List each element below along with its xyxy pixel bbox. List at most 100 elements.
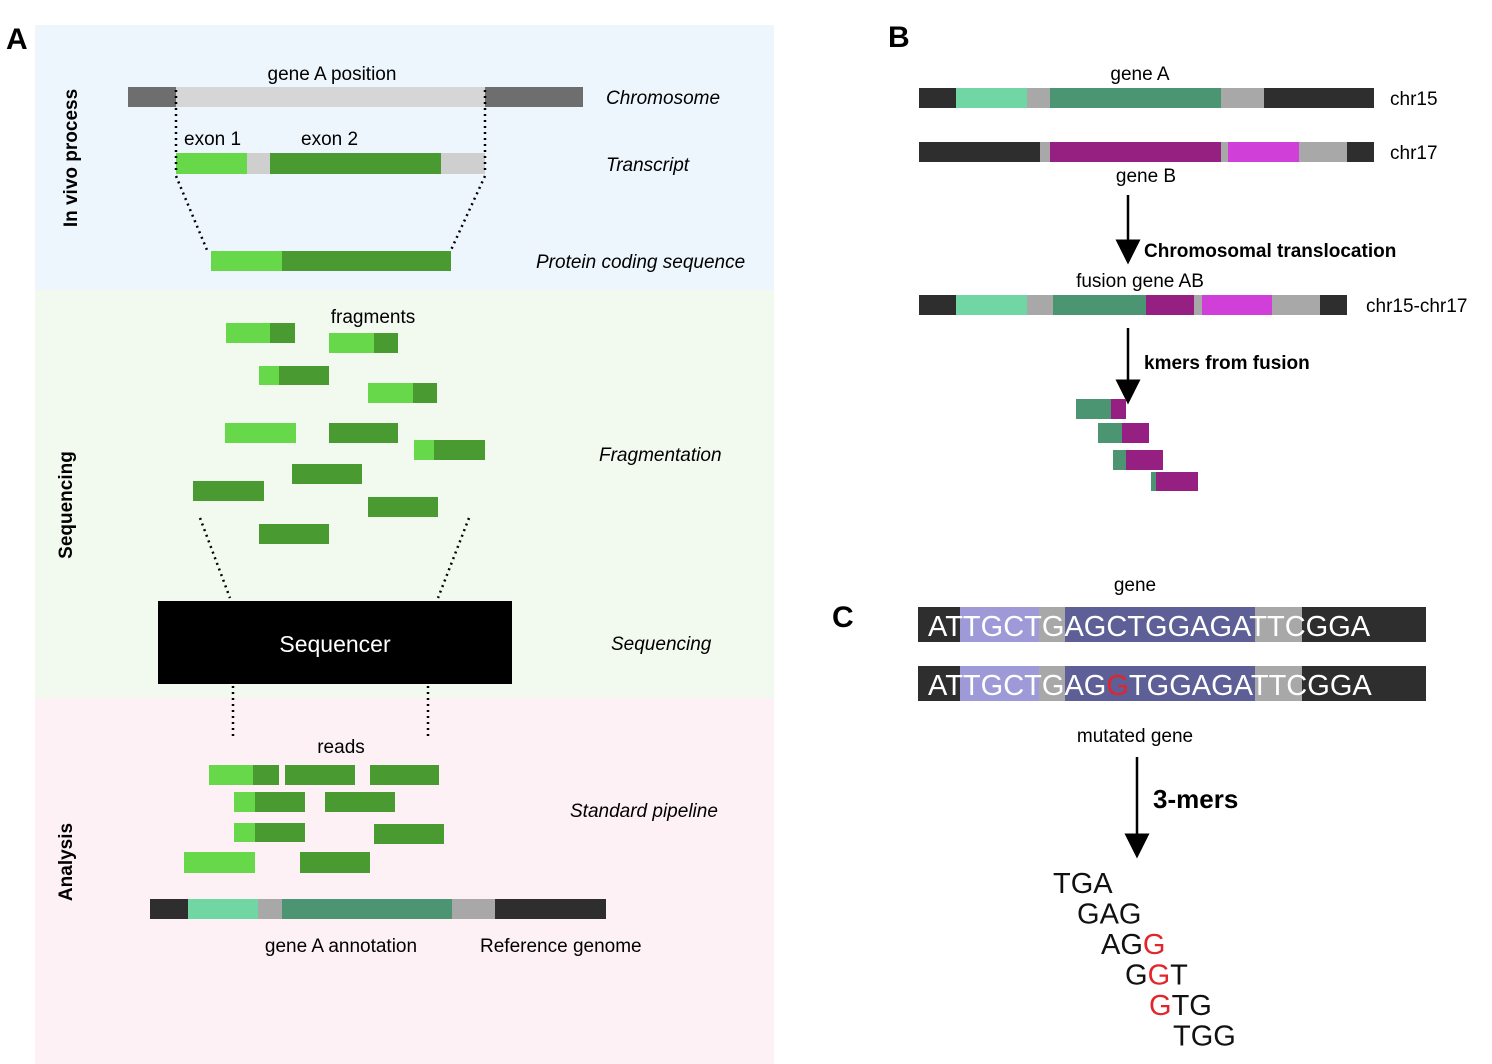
kmer-letter: G (1120, 929, 1143, 961)
read (255, 823, 305, 842)
read (209, 765, 253, 785)
fusion-kmers-group (1076, 399, 1198, 491)
exon1-label: exon 1 (184, 129, 241, 150)
section-label-in-vivo: In vivo process (61, 89, 82, 227)
kmer-letter: G (1119, 899, 1142, 931)
gene-sequence-bar: ATTGCTGAGCTGGAGATTCGGA (918, 607, 1426, 643)
gene-b-label: gene B (1116, 166, 1176, 187)
nucleotide: T (1024, 611, 1042, 643)
nucleotide: G (1147, 670, 1170, 702)
sequencer-box (158, 601, 512, 684)
kmer-letter: T (1170, 960, 1188, 992)
protein-coding-bar (211, 251, 451, 271)
nucleotide: G (1306, 611, 1329, 643)
nucleotide: A (1192, 670, 1212, 702)
gene-position-label: gene A position (268, 64, 397, 85)
nucleotide: G (1084, 611, 1107, 643)
nucleotide: T (1269, 670, 1287, 702)
kmer-letter: G (1125, 960, 1148, 992)
mutated-gene-label: mutated gene (1077, 726, 1193, 747)
translocation-label: Chromosomal translocation (1144, 241, 1396, 262)
read (253, 765, 279, 785)
panel-a-label: A (6, 23, 28, 56)
kmer-letter: G (1189, 990, 1212, 1022)
fusion-gene-label: fusion gene AB (1076, 271, 1204, 292)
nucleotide: G (1209, 611, 1232, 643)
nucleotide: T (1127, 611, 1145, 643)
mutated-sequence-text: ATTGCTGAGGTGGAGATTCGGA (928, 670, 1372, 702)
kmer-item: GGT (1125, 960, 1188, 992)
nucleotide: T (1129, 670, 1147, 702)
fragments-label: fragments (331, 307, 415, 328)
nucleotide: G (1168, 611, 1191, 643)
nucleotide: C (1286, 670, 1307, 702)
fragmentation-label: Fragmentation (599, 445, 722, 466)
transcript-label: Transcript (606, 155, 690, 176)
kmer-letter: T (1173, 1021, 1191, 1053)
fragment (368, 497, 438, 517)
fragment (259, 524, 329, 544)
nucleotide: A (1232, 611, 1252, 643)
gene-sequence-text: ATTGCTGAGCTGGAGATTCGGA (928, 611, 1371, 643)
protein-coding-label: Protein coding sequence (536, 252, 745, 273)
kmer-letter: A (1100, 899, 1120, 931)
read (255, 792, 305, 812)
chromosome-label: Chromosome (606, 88, 720, 109)
kmer-letter: A (1093, 868, 1113, 900)
nucleotide: T (1024, 670, 1042, 702)
fusion-kmer (1151, 472, 1156, 491)
nucleotide: G (1084, 670, 1107, 702)
fragment (193, 481, 264, 501)
fusion-kmer (1156, 472, 1198, 491)
fusion-kmer (1076, 399, 1111, 419)
nucleotide: A (1064, 670, 1084, 702)
fusion-kmer (1098, 423, 1122, 443)
nucleotide: G (1330, 670, 1353, 702)
reads-group (184, 765, 444, 873)
fragment (279, 366, 329, 385)
nucleotide: C (1106, 611, 1127, 643)
read (234, 823, 255, 842)
kmers-from-fusion-label: kmers from fusion (1144, 353, 1310, 374)
gene-label: gene (1114, 575, 1156, 596)
kmer-letter: G (1143, 929, 1166, 961)
section-label-sequencing: Sequencing (56, 451, 77, 559)
nucleotide: C (1285, 611, 1306, 643)
nucleotide: G (1042, 611, 1065, 643)
nucleotide: G (1211, 670, 1234, 702)
kmer-letter: G (1148, 960, 1171, 992)
panel-c-label: C (832, 601, 854, 634)
chr15-bar (919, 88, 1374, 108)
nucleotide: A (1351, 611, 1371, 643)
fragment (226, 323, 270, 343)
fragment (413, 383, 437, 403)
read (234, 792, 255, 812)
kmer-letter: G (1213, 1021, 1236, 1053)
read (300, 852, 370, 873)
section-label-analysis: Analysis (56, 823, 77, 901)
kmer-item: GAG (1077, 899, 1141, 931)
nucleotide: T (1267, 611, 1285, 643)
nucleotide: T (963, 611, 981, 643)
fragment (292, 464, 362, 484)
nucleotide: A (928, 670, 948, 702)
kmer-item: TGG (1173, 1021, 1236, 1053)
read (370, 765, 439, 785)
kmer-letter: A (1101, 929, 1121, 961)
read (374, 824, 444, 844)
kmer-item: AGG (1101, 929, 1165, 961)
sequencer-label: Sequencer (279, 631, 391, 657)
fusion-chr-bar (919, 295, 1347, 315)
nucleotide: A (1352, 670, 1372, 702)
gene-a-label: gene A (1110, 64, 1169, 85)
nucleotide: G (981, 670, 1004, 702)
nucleotide: A (1234, 670, 1254, 702)
kmer-letter: T (1053, 868, 1071, 900)
sequencing-step-label: Sequencing (611, 634, 712, 655)
exon2-label: exon 2 (301, 129, 358, 150)
nucleotide: T (963, 670, 981, 702)
nucleotide: C (1003, 670, 1024, 702)
fragment (259, 366, 279, 385)
fragment (225, 423, 296, 443)
